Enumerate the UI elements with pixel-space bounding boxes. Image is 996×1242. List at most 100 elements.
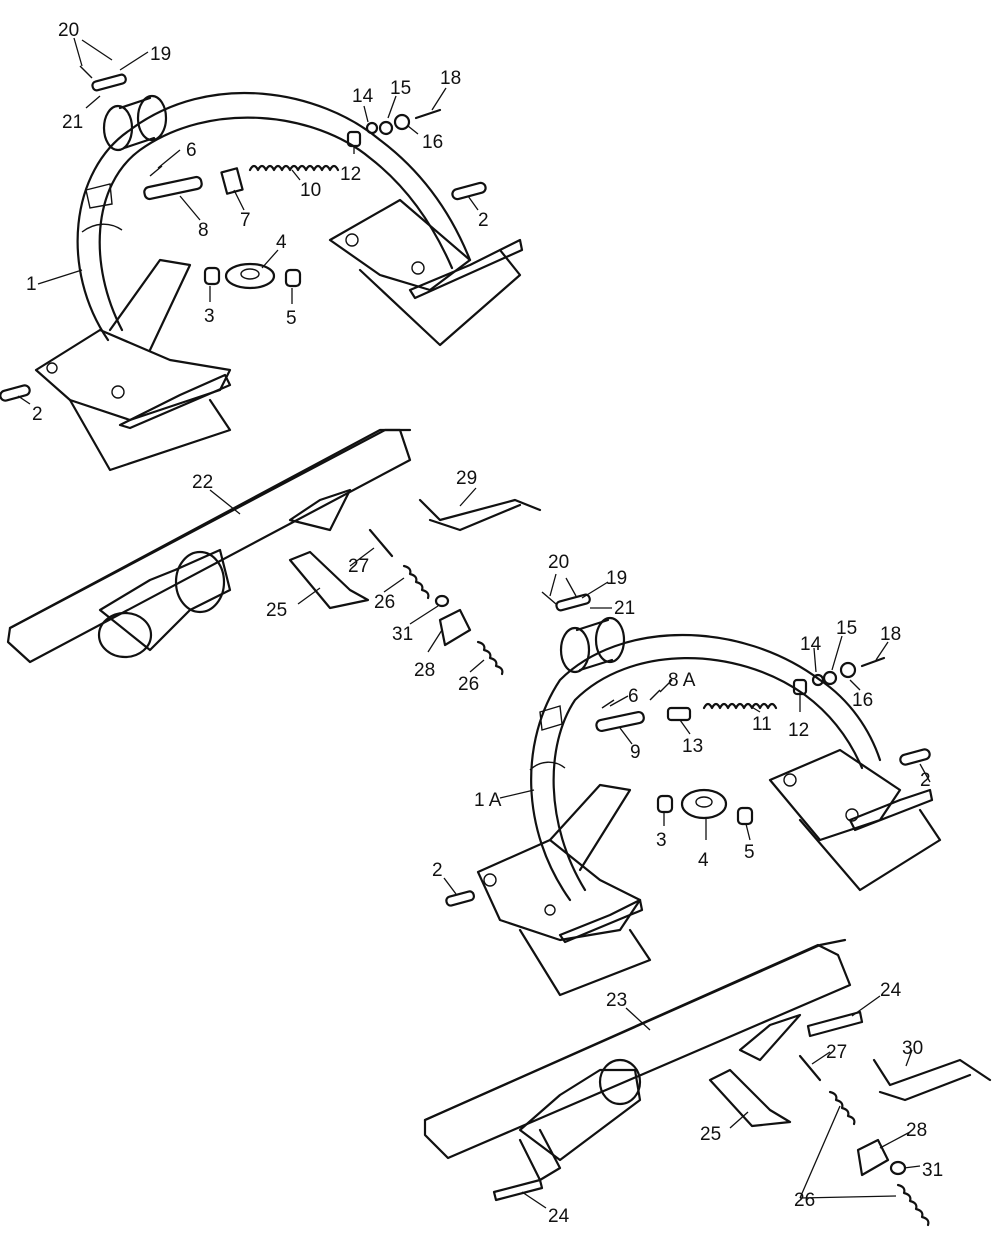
pivot-flanges xyxy=(102,94,168,152)
frame-tube-1A xyxy=(530,633,882,902)
ld-27a xyxy=(349,547,375,567)
nut-14-upper xyxy=(365,121,379,135)
callout-2a: 2 xyxy=(478,210,489,231)
bushing-3 xyxy=(203,266,221,286)
callout-7: 7 xyxy=(240,210,251,231)
left-rod xyxy=(68,398,232,472)
bracket-28-lower xyxy=(856,1138,890,1177)
beam-23 xyxy=(423,943,852,1160)
lower-left-arm xyxy=(548,783,632,872)
flange-a xyxy=(102,104,134,152)
ld-14a xyxy=(363,105,369,123)
callout-29: 29 xyxy=(456,468,477,489)
callout-4a: 4 xyxy=(276,232,287,253)
callout-25a: 25 xyxy=(266,600,287,621)
callout-1A: 1 A xyxy=(474,790,502,811)
tube-1A-band xyxy=(529,761,566,771)
pin-2-lower-left xyxy=(445,890,476,907)
ld-20b xyxy=(549,573,577,597)
beam-23-bracket xyxy=(738,1013,802,1062)
ld-20a xyxy=(73,37,113,67)
spring-26-lower-2 xyxy=(896,1183,930,1227)
frame-tube-1-inner xyxy=(98,116,454,332)
callout-19a: 19 xyxy=(150,44,171,65)
ld-24b xyxy=(521,1191,547,1209)
lower-flange-b xyxy=(594,616,626,664)
callout-8A: 8 A xyxy=(668,670,696,691)
pin-19-upper xyxy=(91,73,127,92)
clip-13 xyxy=(666,706,692,722)
callout-6b: 6 xyxy=(628,686,639,707)
lower-left-rod xyxy=(518,928,652,997)
callout-9: 9 xyxy=(630,742,641,763)
ld-6b xyxy=(609,695,629,707)
tube-clip xyxy=(85,183,113,209)
callout-23: 23 xyxy=(606,990,627,1011)
pin-8A xyxy=(649,689,661,701)
ld-28a xyxy=(427,629,443,653)
callout-24b: 24 xyxy=(548,1206,570,1227)
callout-18a: 18 xyxy=(440,68,461,89)
washer-31-upper xyxy=(434,594,450,608)
ld-26a xyxy=(383,577,405,593)
pulley-4-hub xyxy=(240,268,260,280)
pulley-4 xyxy=(224,262,276,290)
ld-21a xyxy=(85,95,101,109)
callout-5a: 5 xyxy=(286,308,297,329)
callout-31a: 31 xyxy=(392,624,413,645)
spindle-22-face xyxy=(174,550,226,614)
beam-23-lug xyxy=(518,1128,562,1182)
crank-30 xyxy=(872,1058,992,1102)
left-arm xyxy=(108,258,192,352)
ld-16a xyxy=(407,125,419,135)
lower-left-lever xyxy=(558,898,644,944)
callout-12a: 12 xyxy=(340,164,361,185)
ld-2d xyxy=(443,877,457,895)
bushing-5-lower xyxy=(736,806,754,826)
spring-10 xyxy=(248,164,340,172)
ld-5b xyxy=(745,823,751,841)
pin-20-upper xyxy=(79,65,93,79)
lower-beam-assembly xyxy=(423,938,992,1227)
ld-28b xyxy=(879,1131,911,1149)
callout-26b: 26 xyxy=(458,674,479,695)
callout-1: 1 xyxy=(26,274,37,295)
spring-26-upper xyxy=(402,564,430,600)
ld-27b xyxy=(811,1051,831,1065)
flange-b xyxy=(136,94,168,142)
lower-left-plate xyxy=(476,838,642,942)
ld-14b xyxy=(813,647,817,673)
ld-16b xyxy=(849,679,861,691)
callout-27b: 27 xyxy=(826,1042,847,1063)
ld-22 xyxy=(209,489,241,515)
lower-left-hole xyxy=(483,873,497,887)
pin-2-upper-left xyxy=(0,384,31,402)
callout-2b: 2 xyxy=(32,404,43,425)
right-rod xyxy=(358,248,522,347)
spindle-23-face xyxy=(598,1058,642,1106)
callout-3a: 3 xyxy=(204,306,215,327)
callout-20b: 20 xyxy=(548,552,569,573)
beam-22-bracket xyxy=(288,488,352,532)
block-7 xyxy=(220,167,244,195)
pin-2-upper-right xyxy=(451,181,487,201)
tube-1A-clip xyxy=(539,705,563,731)
flange-link2 xyxy=(122,136,156,150)
callout-20a: 20 xyxy=(58,20,79,41)
ld-11 xyxy=(749,705,761,713)
pulley-4-lower-hub xyxy=(695,796,713,808)
left-plate-hole2 xyxy=(46,362,58,374)
right-mount-plate xyxy=(328,198,472,292)
ld-2c xyxy=(919,763,931,783)
ld-18b xyxy=(875,641,889,661)
callout-16a: 16 xyxy=(422,132,443,153)
spindle-23 xyxy=(518,1068,642,1162)
tube-band xyxy=(81,223,123,233)
ld-8 xyxy=(179,195,201,221)
bar-24-lower xyxy=(492,1178,544,1202)
callout-21a: 21 xyxy=(62,112,83,133)
ld-29 xyxy=(459,487,477,507)
ld-31a xyxy=(409,605,439,625)
ld-26c xyxy=(799,1105,897,1199)
lower-right-lever xyxy=(848,788,934,832)
